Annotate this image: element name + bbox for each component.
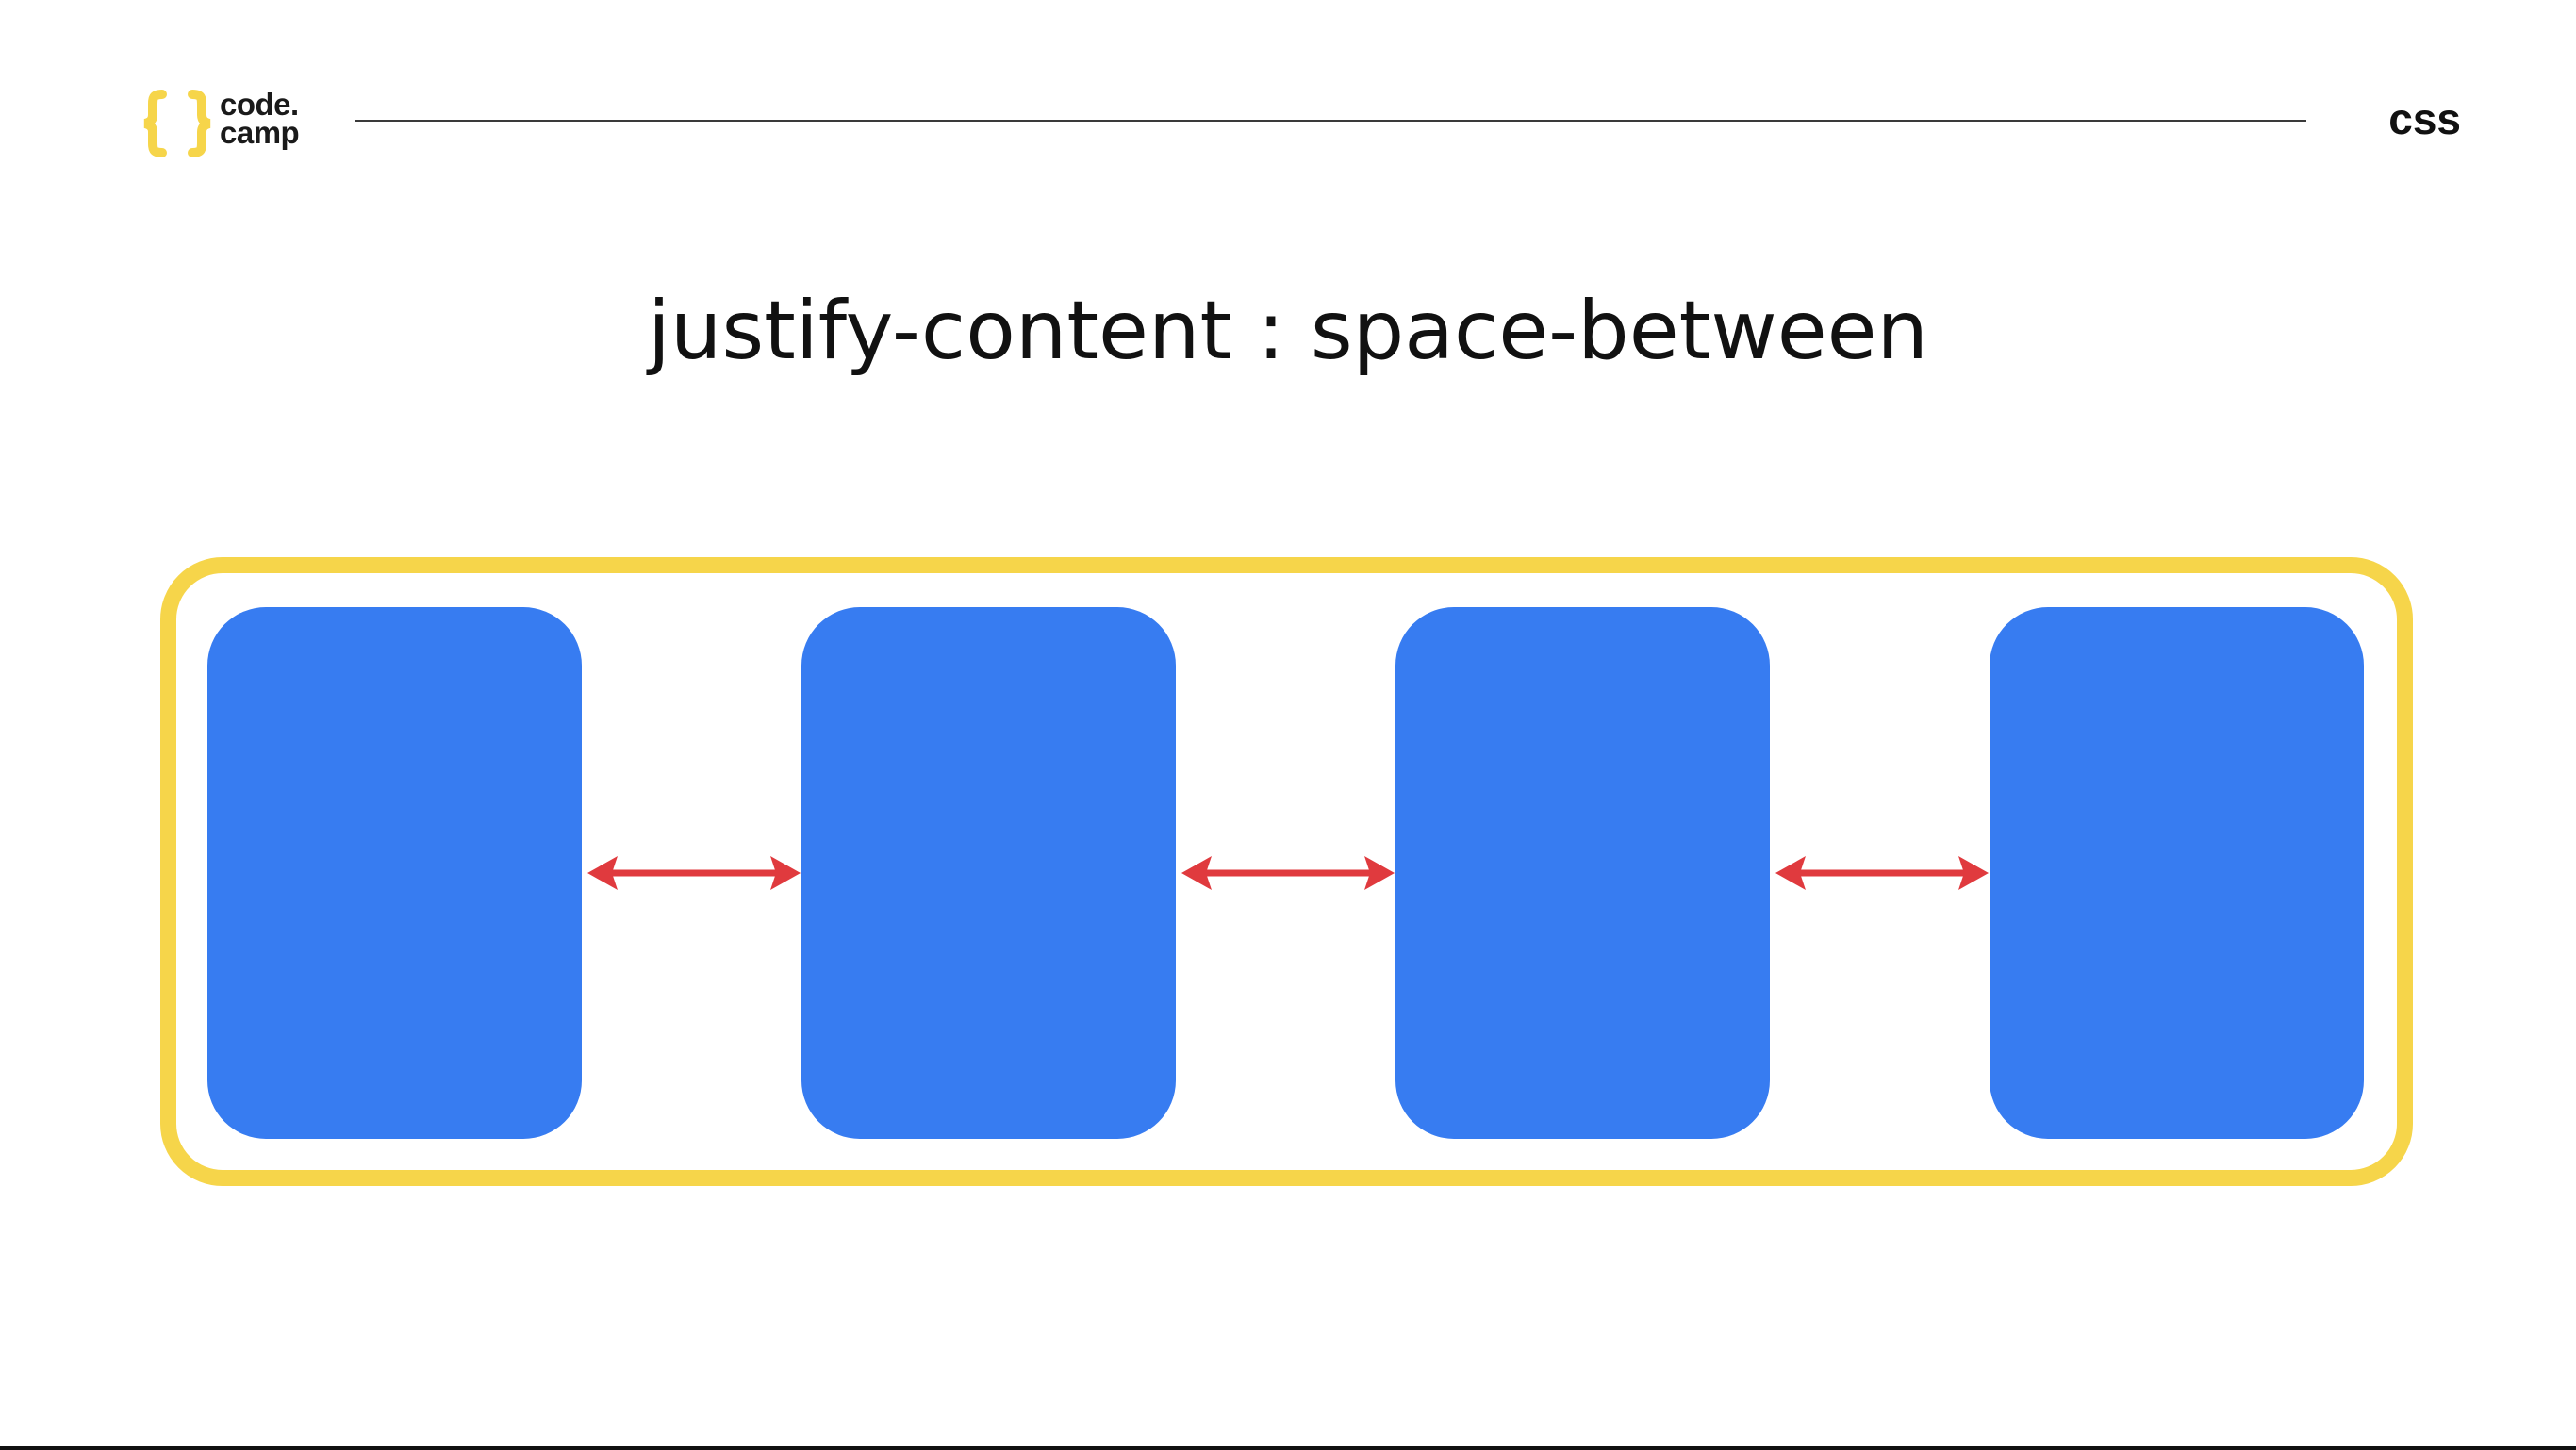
slide-title: justify-content : space-between [647,284,1929,378]
spacing-arrow-3 [1775,856,1989,890]
header-divider [355,120,2306,122]
topic-label: css [2388,94,2461,143]
flex-item-3 [1395,607,1770,1139]
flex-item-4 [1990,607,2364,1139]
flex-item-1 [207,607,582,1139]
braces-logo-icon [143,90,211,157]
bottom-border [0,1446,2576,1450]
spacing-arrow-1 [587,856,801,890]
flex-item-2 [801,607,1176,1139]
logo-line-2: camp [220,115,300,150]
logo-wordmark: code. camp [220,87,300,150]
codecamp-logo: code. camp [141,89,311,158]
logo-line-1: code. [220,87,299,122]
spacing-arrow-2 [1181,856,1395,890]
